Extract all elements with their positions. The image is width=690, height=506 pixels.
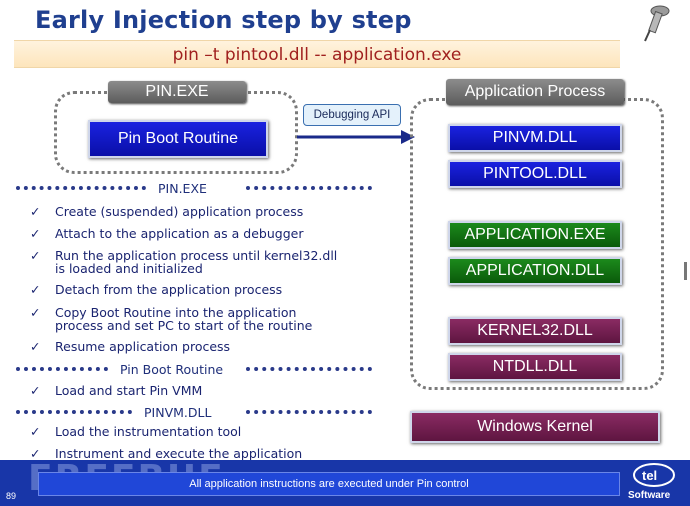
page-number: 89 — [6, 491, 17, 501]
section-label: PINVM.DLL — [144, 405, 212, 420]
footer-banner: All application instructions are execute… — [38, 472, 620, 496]
section-divider — [246, 367, 372, 371]
checkmark-icon: ✓ — [30, 226, 41, 241]
section-divider — [246, 186, 372, 190]
brand-label: Software — [628, 490, 671, 501]
section-pinvm-dll-header: PINVM.DLL — [16, 405, 372, 421]
section-label: Pin Boot Routine — [120, 362, 224, 377]
svg-text:tel: tel — [642, 468, 657, 483]
checkmark-icon: ✓ — [30, 424, 41, 439]
section-divider — [16, 367, 108, 371]
section-divider — [16, 410, 132, 414]
module-pintool-dll: PINTOOL.DLL — [448, 160, 622, 188]
checkmark-icon: ✓ — [30, 282, 41, 297]
section-pin-exe-header: PIN.EXE — [16, 181, 372, 197]
checkmark-icon: ✓ — [30, 446, 41, 461]
module-pinvm-dll: PINVM.DLL — [448, 124, 622, 152]
slide-title: Early Injection step by step — [35, 6, 412, 34]
checkmark-icon: ✓ — [30, 383, 41, 398]
divider — [684, 262, 687, 280]
arrow-right-icon — [297, 130, 415, 144]
windows-kernel-box: Windows Kernel — [410, 411, 660, 443]
module-kernel32-dll: KERNEL32.DLL — [448, 317, 622, 345]
module-application-exe: APPLICATION.EXE — [448, 221, 622, 249]
pin-exe-header: PIN.EXE — [108, 81, 246, 103]
module-ntdll-dll: NTDLL.DLL — [448, 353, 622, 381]
intel-logo-icon: tel — [633, 463, 675, 487]
section-label: PIN.EXE — [158, 181, 207, 196]
application-process-header: Application Process — [446, 79, 624, 105]
checkmark-icon: ✓ — [30, 248, 41, 263]
section-pin-boot-routine-header: Pin Boot Routine — [16, 362, 372, 378]
checkmark-icon: ✓ — [30, 339, 41, 354]
debugging-api-callout: Debugging API — [303, 104, 401, 126]
pin-tool-icon — [644, 5, 670, 42]
module-application-dll: APPLICATION.DLL — [448, 257, 622, 285]
checkmark-icon: ✓ — [30, 204, 41, 219]
pin-boot-routine-box: Pin Boot Routine — [88, 120, 268, 158]
section-divider — [246, 410, 372, 414]
section-divider — [16, 186, 146, 190]
checkmark-icon: ✓ — [30, 305, 41, 320]
command-line: pin –t pintool.dll -- application.exe — [14, 40, 620, 68]
